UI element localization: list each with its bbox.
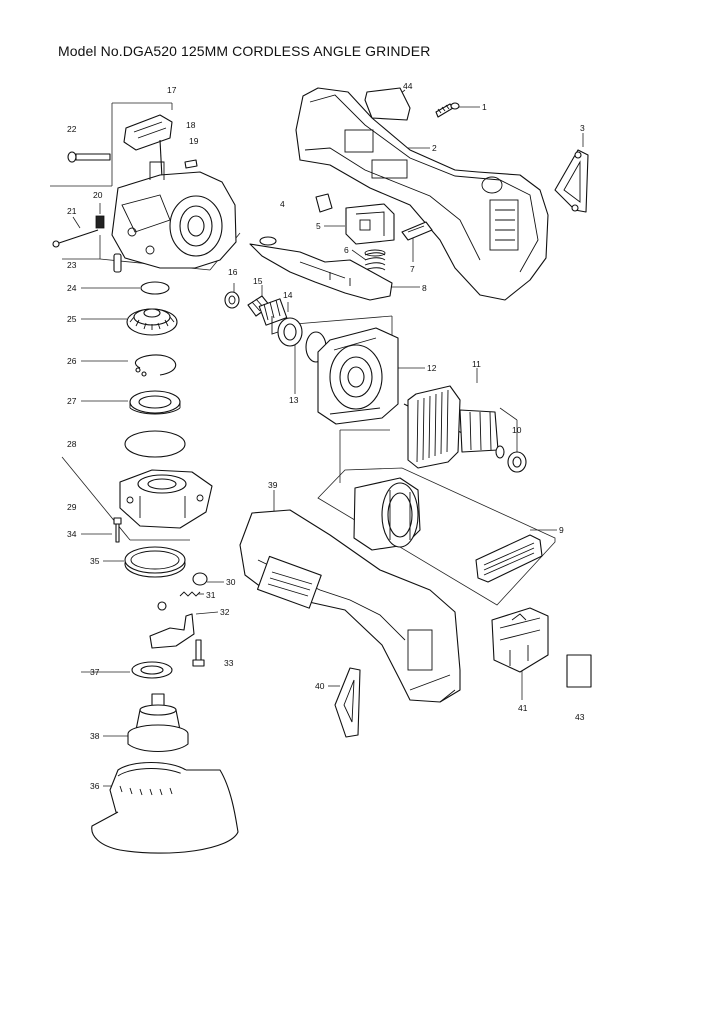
part-screw-1 [435, 102, 460, 118]
callout-25: 25 [67, 314, 77, 324]
callout-33: 33 [224, 658, 234, 668]
callout-23: 23 [67, 260, 77, 270]
callout-7: 7 [410, 264, 415, 274]
part-screw-19 [184, 159, 198, 169]
part-cap-30 [192, 572, 224, 586]
callout-20: 20 [93, 190, 103, 200]
part-housing-half [295, 87, 549, 301]
part-motor-bracket [317, 327, 399, 425]
callout-2: 2 [432, 143, 437, 153]
part-bearing-box [119, 469, 213, 529]
part-nut-16 [224, 291, 240, 309]
part-slider-7 [401, 221, 433, 241]
part-vent-cover [475, 534, 543, 583]
part-bearing-14 [271, 316, 303, 347]
part-bolt-33 [192, 639, 205, 667]
callout-12: 12 [427, 363, 437, 373]
callout-28: 28 [67, 439, 77, 449]
callout-34: 34 [67, 529, 77, 539]
callout-14: 14 [283, 290, 293, 300]
callout-35: 35 [90, 556, 100, 566]
part-terminal [491, 607, 549, 673]
page-title: Model No.DGA520 125MM CORDLESS ANGLE GRI… [58, 43, 431, 59]
part-switch-lever [249, 236, 393, 301]
part-spring-6 [364, 249, 386, 271]
callout-24: 24 [67, 283, 77, 293]
parts [52, 87, 592, 854]
callout-1: 1 [482, 102, 487, 112]
part-armature [403, 385, 505, 469]
part-bracket-3 [554, 149, 589, 213]
callout-labels: 1 2 3 4 5 6 7 8 9 10 11 12 13 14 15 16 1… [67, 81, 585, 791]
part-bearing-27 [129, 390, 181, 415]
callout-10: 10 [512, 425, 522, 435]
part-o-ring-28 [124, 430, 186, 458]
callout-27: 27 [67, 396, 77, 406]
callout-6: 6 [344, 245, 349, 255]
part-screw-34 [113, 517, 122, 543]
part-bracket-40 [334, 667, 361, 738]
callout-30: 30 [226, 577, 236, 587]
callout-39: 39 [268, 480, 278, 490]
callout-15: 15 [253, 276, 263, 286]
callout-4: 4 [280, 199, 285, 209]
callout-19: 19 [189, 136, 199, 146]
part-label-sticker [364, 87, 411, 121]
part-handle [123, 114, 173, 179]
callout-43: 43 [575, 712, 585, 722]
callout-16: 16 [228, 267, 238, 277]
callout-41: 41 [518, 703, 528, 713]
callout-17: 17 [167, 85, 177, 95]
callout-40: 40 [315, 681, 325, 691]
callout-9: 9 [559, 525, 564, 535]
part-circlip [134, 354, 177, 377]
callout-3: 3 [580, 123, 585, 133]
callout-38: 38 [90, 731, 100, 741]
callout-31: 31 [206, 590, 216, 600]
part-lock-lever [149, 601, 219, 649]
part-switch-block [345, 203, 395, 245]
part-switch-piece [315, 193, 333, 213]
part-ring-35 [124, 546, 186, 578]
part-spring-31 [179, 591, 204, 597]
callout-29: 29 [67, 502, 77, 512]
part-pin-23 [113, 253, 122, 273]
part-wheel-guard [91, 762, 239, 854]
part-motor-housing [239, 509, 461, 703]
callout-18: 18 [186, 120, 196, 130]
part-gear-housing [111, 161, 237, 269]
callout-22: 22 [67, 124, 77, 134]
part-sticker-43 [566, 654, 592, 688]
callout-5: 5 [316, 221, 321, 231]
part-spring-20 [95, 215, 105, 229]
part-pin-21 [52, 229, 99, 248]
callout-13: 13 [289, 395, 299, 405]
part-spindle [127, 693, 189, 752]
leader-lines [50, 89, 584, 787]
callout-36: 36 [90, 781, 100, 791]
part-bearing-10 [507, 451, 527, 473]
part-stator [353, 477, 421, 551]
part-bolt-22 [67, 151, 111, 163]
callout-11: 11 [472, 359, 481, 369]
callout-21: 21 [67, 206, 77, 216]
part-washer-37 [131, 661, 173, 679]
part-bevel-gear [126, 308, 178, 336]
part-ring-24 [140, 281, 170, 295]
part-pinion-15 [247, 295, 288, 326]
callout-44: 44 [403, 81, 413, 91]
callout-26: 26 [67, 356, 77, 366]
callout-37: 37 [90, 667, 100, 677]
callout-32: 32 [220, 607, 230, 617]
callout-8: 8 [422, 283, 427, 293]
